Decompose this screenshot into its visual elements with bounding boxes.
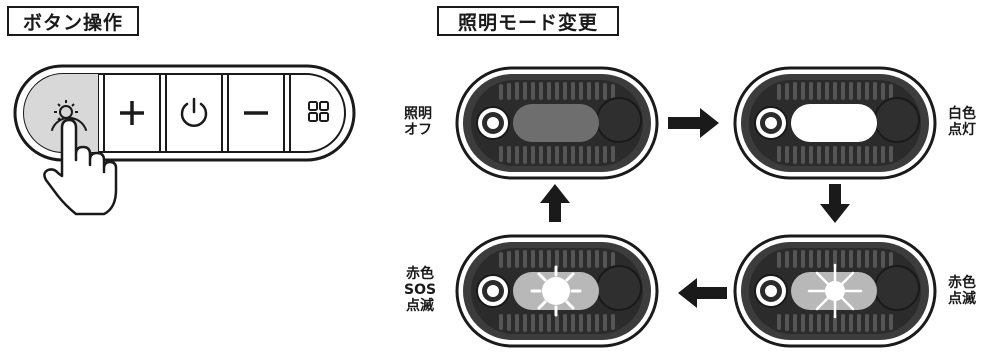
button-panel	[13, 64, 356, 162]
arrow-right-icon	[668, 108, 719, 138]
arrow-left-icon	[678, 278, 727, 308]
state-label-red-blink: 赤色点滅	[948, 275, 976, 307]
device-red-blink	[733, 234, 937, 348]
menu-button[interactable]	[291, 75, 341, 151]
device-white-on	[733, 66, 937, 180]
grid-icon	[308, 101, 329, 122]
plus-button[interactable]	[105, 75, 159, 151]
device-light-off	[455, 66, 659, 180]
power-icon	[180, 97, 208, 127]
power-button[interactable]	[167, 75, 221, 151]
state-label-white: 白色点灯	[948, 106, 976, 138]
arrow-up-icon	[540, 184, 570, 222]
state-label-off: 照明オフ	[404, 106, 432, 138]
mode-change-title: 照明モード変更	[437, 6, 619, 36]
arrow-down-icon	[820, 184, 850, 223]
minus-button[interactable]	[229, 75, 283, 151]
button-operation-title: ボタン操作	[7, 6, 139, 36]
plus-icon	[120, 101, 144, 125]
pointing-hand-icon	[43, 116, 118, 216]
device-red-sos	[455, 234, 659, 348]
